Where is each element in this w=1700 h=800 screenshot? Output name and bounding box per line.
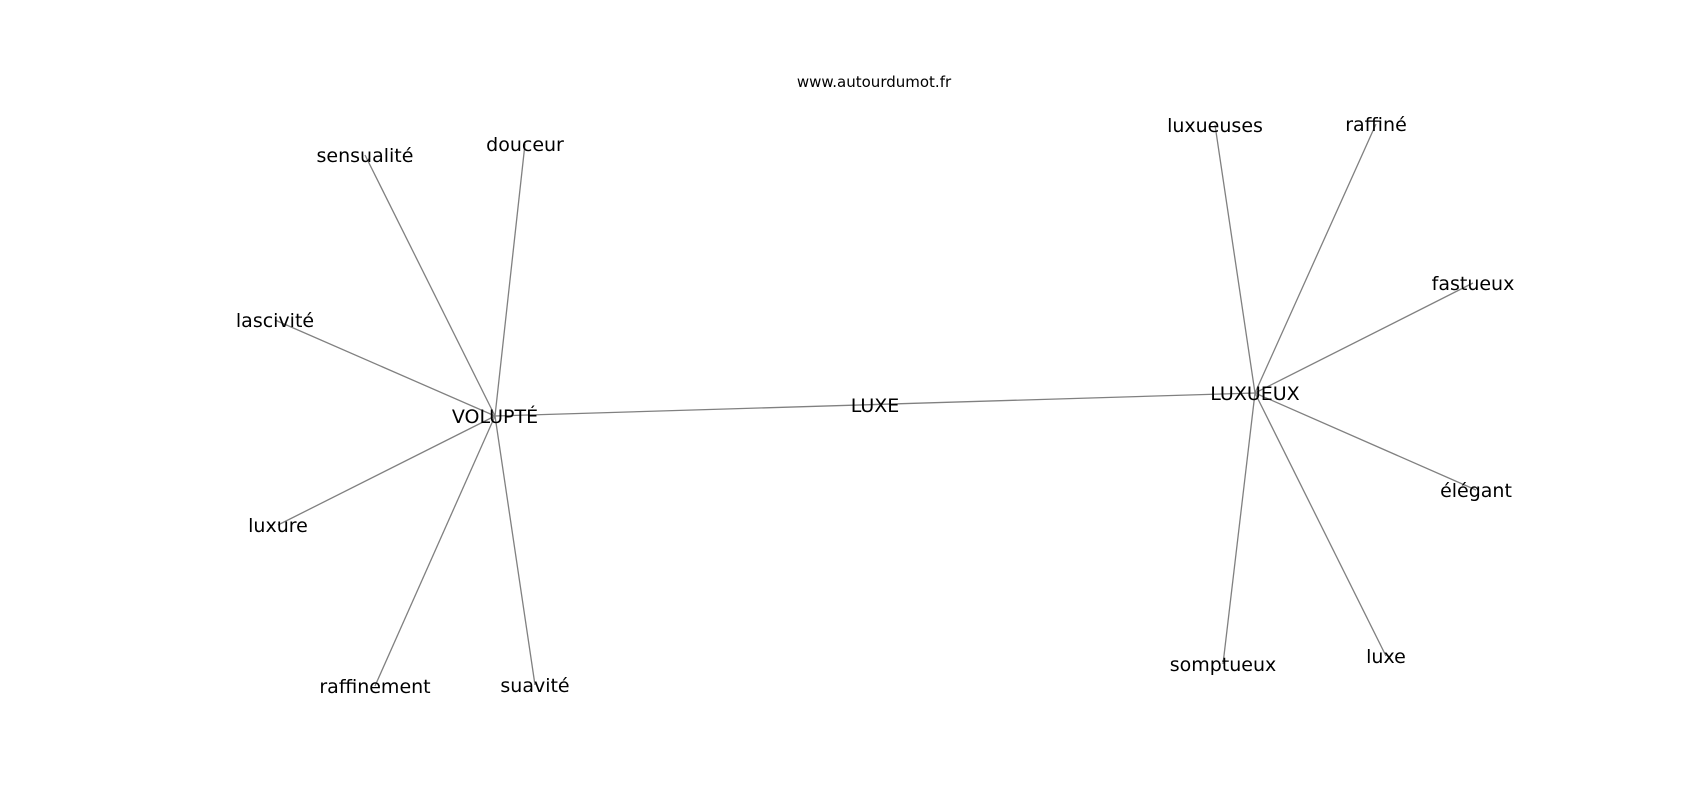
node-label-sensualite: sensualité: [317, 145, 414, 167]
node-label-fastueux: fastueux: [1432, 273, 1515, 295]
edge-volupte-luxure: [277, 415, 496, 526]
edge-volupte-sensualite: [364, 154, 496, 417]
node-label-lascivite: lascivité: [236, 310, 314, 332]
node-label-luxueuses: luxueuses: [1167, 115, 1263, 137]
node-label-luxe_center: LUXE: [851, 395, 900, 417]
edge-luxueux-fastueux: [1254, 282, 1474, 394]
edge-luxueux-elegant: [1254, 392, 1477, 491]
node-label-somptueux: somptueux: [1170, 654, 1277, 676]
edge-volupte-raffinement: [374, 415, 496, 687]
node-label-luxure: luxure: [248, 515, 308, 537]
node-label-luxe: luxe: [1366, 646, 1406, 668]
edge-luxueux-raffine: [1254, 123, 1377, 394]
node-label-suavite: suavité: [500, 675, 569, 697]
watermark-text: www.autourdumot.fr: [797, 73, 952, 91]
edge-volupte-douceur: [494, 143, 526, 417]
edge-volupte-luxueux: [494, 392, 1256, 417]
edges-layer: [274, 123, 1477, 687]
edge-volupte-lascivite: [274, 319, 496, 417]
node-label-raffine: raffiné: [1345, 114, 1407, 136]
node-label-douceur: douceur: [486, 134, 564, 156]
node-label-raffinement: raffinement: [319, 676, 430, 698]
edge-volupte-suavite: [494, 415, 536, 686]
edge-luxueux-luxe: [1254, 392, 1387, 657]
nodes-layer: LUXE VOLUPTÉ LUXUEUX sensualité douceur lasci…: [236, 114, 1514, 698]
node-label-volupte: VOLUPTÉ: [452, 405, 538, 428]
edge-luxueux-somptueux: [1222, 392, 1256, 665]
edge-luxueux-luxueuses: [1214, 124, 1256, 394]
node-label-elegant: élégant: [1440, 480, 1512, 502]
node-label-luxueux: LUXUEUX: [1210, 383, 1299, 405]
